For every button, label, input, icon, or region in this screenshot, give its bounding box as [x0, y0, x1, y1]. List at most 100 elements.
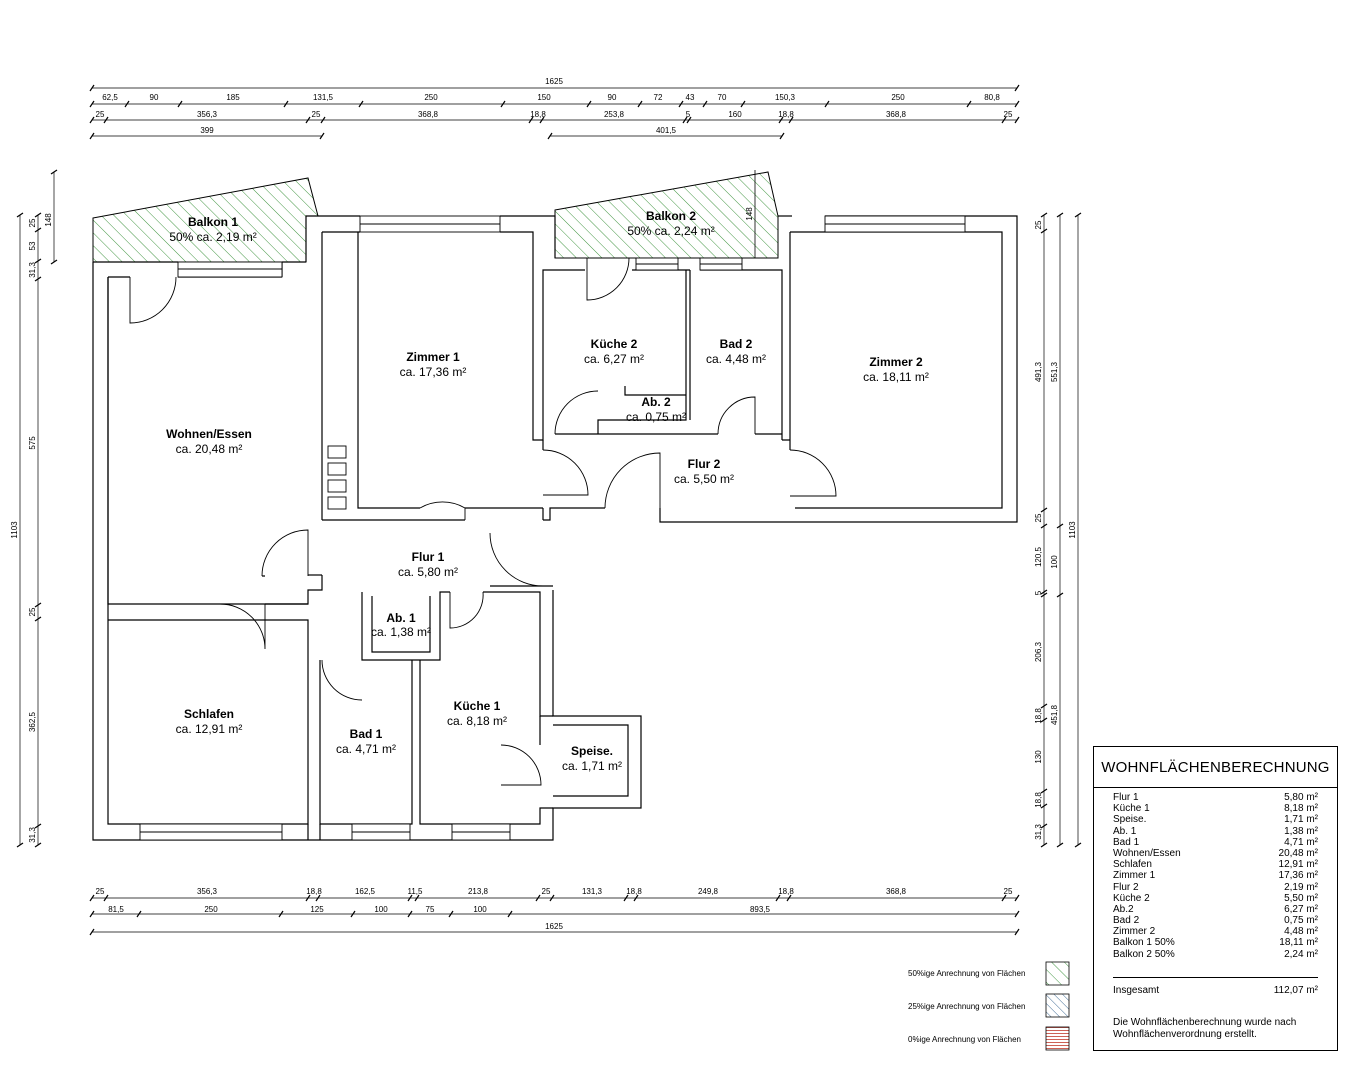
dim-label: 401,5	[656, 126, 677, 135]
room-labels: Balkon 1 50% ca. 2,19 m² Balkon 2 50% ca…	[166, 209, 929, 773]
dim-label: 5	[1034, 590, 1043, 595]
dim-label: 893,5	[750, 905, 771, 914]
room-area: ca. 12,91 m²	[176, 722, 243, 736]
dim-label: 43	[686, 93, 695, 102]
dim-label: 53	[28, 241, 37, 250]
windows	[139, 215, 966, 841]
dim-label: 250	[891, 93, 905, 102]
dim-label: 18,8	[1034, 708, 1043, 724]
dim-label: 575	[28, 436, 37, 450]
dim-label: 150,3	[775, 93, 796, 102]
room-name: Zimmer 1	[406, 350, 460, 364]
dim-label: 18,8	[778, 110, 794, 119]
table-note: Die Wohnflächenberechnung wurde nach Woh…	[1113, 1017, 1297, 1040]
room-name: Ab. 1	[386, 611, 416, 625]
dim-label: 100	[374, 905, 388, 914]
bottom-dimension-labels: 25 356,3 18,8 162,5 11,5 213,8 25 131,3 …	[96, 887, 1013, 931]
dim-label: 11,5	[408, 887, 424, 896]
dim-label: 31,3	[28, 827, 37, 843]
room-area: ca. 1,71 m²	[562, 759, 622, 773]
legend-swatch-50	[1045, 961, 1070, 986]
room-area: ca. 8,18 m²	[447, 714, 507, 728]
top-dimension-labels: 1625 62,5 90 185 131,5 250 150 90 72 43 …	[96, 77, 1013, 135]
dim-label: 72	[654, 93, 663, 102]
legend-label: 50%ige Anrechnung von Flächen	[908, 969, 1025, 978]
room-name: Küche 1	[454, 699, 501, 713]
dim-label: 125	[310, 905, 324, 914]
left-dimensions	[16, 169, 58, 848]
dim-label: 250	[424, 93, 438, 102]
legend-swatch-0	[1045, 1026, 1070, 1051]
dim-label: 70	[718, 93, 727, 102]
dim-label: 18,8	[626, 887, 642, 896]
dim-label: 368,8	[886, 110, 907, 119]
room-area: ca. 4,71 m²	[336, 742, 396, 756]
dim-label: 1103	[1068, 521, 1077, 539]
dim-label: 25	[28, 607, 37, 616]
dim-label: 206,3	[1034, 641, 1043, 662]
dim-top-total: 1625	[545, 77, 563, 86]
area-table-title: WOHNFLÄCHENBERECHNUNG	[1094, 747, 1337, 788]
room-area: ca. 0,75 m²	[626, 410, 686, 424]
dim-label: 18,8	[306, 887, 322, 896]
table-row: Balkon 1 50%18,11 m²	[1113, 937, 1318, 949]
room-name: Bad 2	[720, 337, 753, 351]
room-area: ca. 18,11 m²	[863, 370, 929, 384]
room-area: 50% ca. 2,24 m²	[627, 224, 714, 238]
room-name: Wohnen/Essen	[166, 427, 252, 441]
table-divider	[1113, 977, 1318, 978]
room-area: ca. 6,27 m²	[584, 352, 644, 366]
room-name: Balkon 1	[188, 215, 238, 229]
dim-label: 130	[1034, 750, 1043, 764]
top-dimensions	[89, 84, 1020, 140]
dim-label: 18,8	[778, 887, 794, 896]
dim-label: 31,3	[28, 262, 37, 278]
dim-label: 148	[44, 213, 53, 227]
room-area: ca. 5,80 m²	[398, 565, 458, 579]
room-name: Balkon 2	[646, 209, 696, 223]
total-label: Insgesamt	[1113, 985, 1160, 996]
dim-label: 162,5	[355, 887, 376, 896]
dim-label: 250	[204, 905, 218, 914]
dim-label: 368,8	[418, 110, 439, 119]
dim-label: 368,8	[886, 887, 907, 896]
room-name: Flur 1	[412, 550, 445, 564]
room-name: Schlafen	[184, 707, 234, 721]
dim-label: 100	[1050, 555, 1059, 569]
left-dimension-labels: 1103 148 25 53 31,3 575 25 362,5 31,3	[10, 213, 53, 843]
dim-label: 1103	[10, 521, 19, 539]
dim-label: 120,5	[1034, 546, 1043, 567]
dim-label: 249,8	[698, 887, 719, 896]
dim-label: 25	[1004, 887, 1013, 896]
room-name: Küche 2	[591, 337, 638, 351]
dim-label: 100	[473, 905, 487, 914]
table-row: Balkon 2 50%2,24 m²	[1113, 948, 1318, 960]
door-swings	[129, 257, 837, 786]
dim-label: 131,3	[582, 887, 603, 896]
walls	[92, 215, 1018, 841]
right-dimensions	[1040, 212, 1082, 848]
room-area: ca. 1,38 m²	[371, 625, 431, 639]
dim-label: 25	[1034, 220, 1043, 229]
dim-label: 491,3	[1034, 361, 1043, 382]
dim-label: 551,3	[1050, 361, 1059, 382]
dim-bottom-total: 1625	[545, 922, 563, 931]
room-area: ca. 17,36 m²	[400, 365, 467, 379]
dim-label: 253,8	[604, 110, 625, 119]
dim-label: 80,8	[984, 93, 1000, 102]
room-name: Ab. 2	[641, 395, 671, 409]
room-area: 50% ca. 2,19 m²	[169, 230, 256, 244]
dim-label: 62,5	[102, 93, 118, 102]
dim-label: 18,8	[1034, 792, 1043, 808]
dim-label: 356,3	[197, 887, 218, 896]
